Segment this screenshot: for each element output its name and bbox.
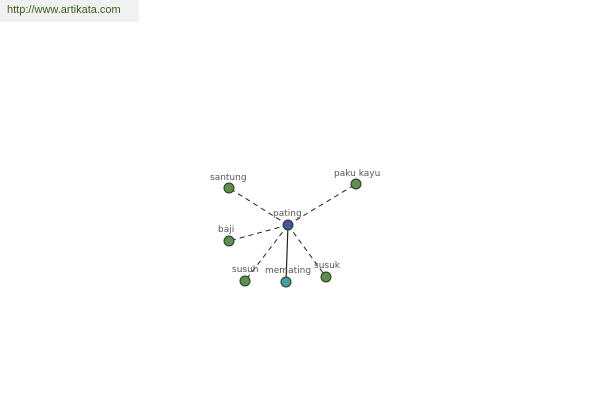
label-susuk[interactable]: susuk	[314, 261, 341, 271]
node-susuh[interactable]	[239, 275, 251, 287]
edge-memating	[285, 224, 289, 283]
label-paku-kayu[interactable]: paku kayu	[334, 169, 380, 179]
edge-paku-kayu	[287, 183, 357, 226]
node-santung[interactable]	[223, 182, 235, 194]
label-susuh[interactable]: susuh	[232, 265, 259, 275]
label-pating[interactable]: pating	[273, 209, 302, 219]
edge-susuh	[244, 224, 289, 282]
node-paku-kayu[interactable]	[350, 178, 362, 190]
label-baji[interactable]: baji	[218, 225, 234, 235]
node-susuk[interactable]	[320, 271, 332, 283]
label-memating[interactable]: memating	[265, 266, 311, 276]
node-baji[interactable]	[223, 235, 235, 247]
edge-susuk	[287, 224, 327, 278]
node-memating[interactable]	[280, 276, 292, 288]
url-banner: http://www.artikata.com	[0, 0, 139, 22]
edge-baji	[228, 224, 289, 242]
url-link[interactable]: http://www.artikata.com	[7, 4, 121, 16]
node-pating[interactable]	[282, 219, 294, 231]
label-santung[interactable]: santung	[210, 173, 247, 183]
edge-santung	[228, 187, 289, 226]
